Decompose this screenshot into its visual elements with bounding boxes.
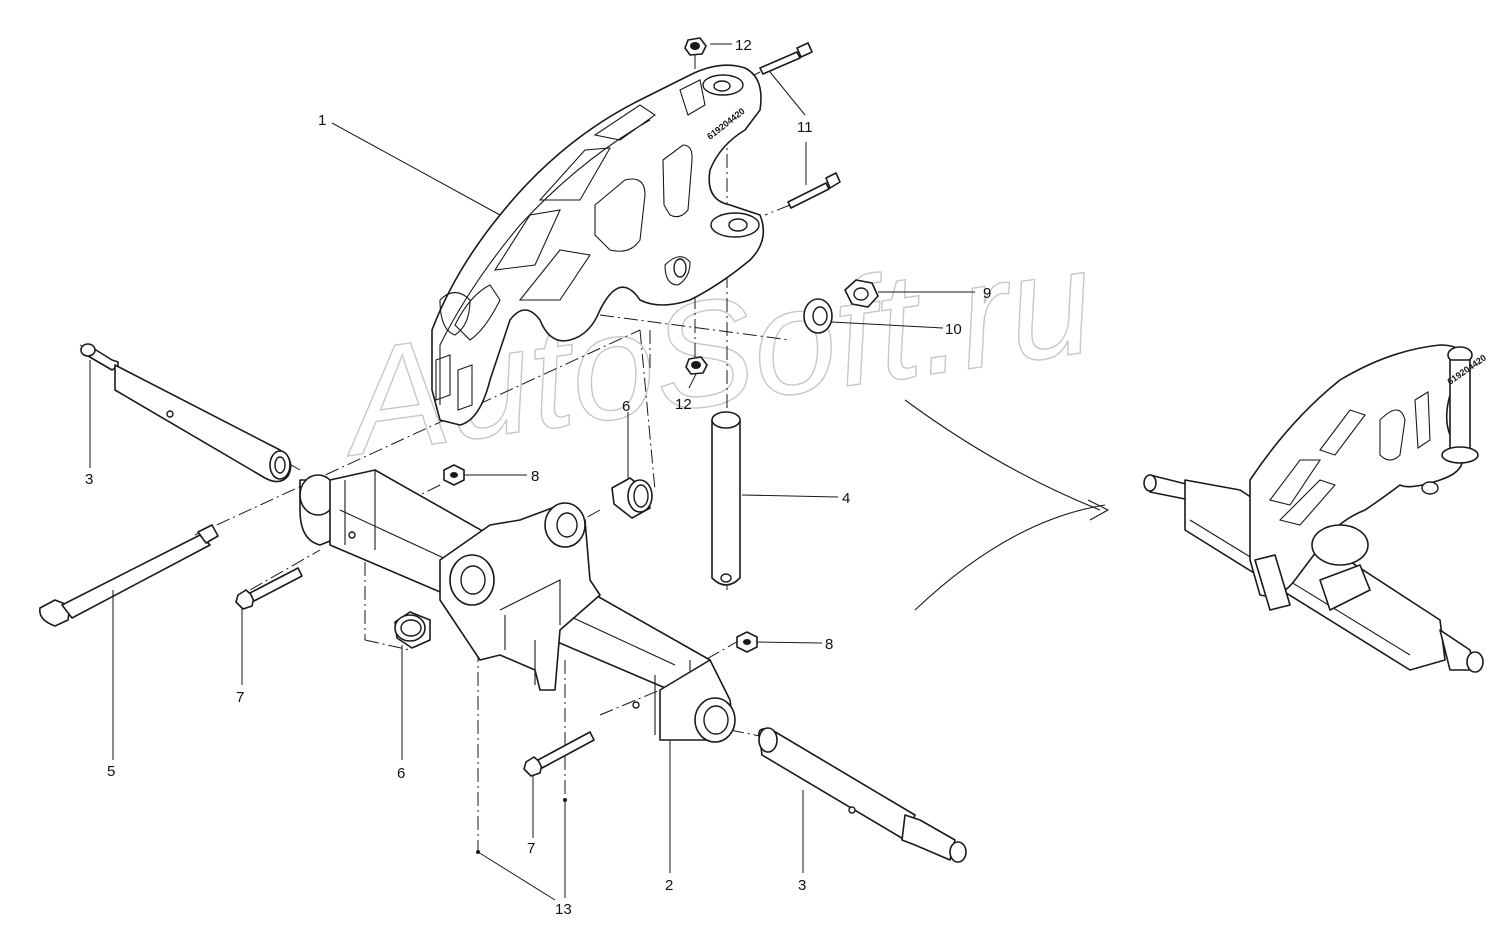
callout-7-right: 7: [527, 840, 535, 857]
callout-5: 5: [107, 763, 115, 780]
nut-part-12-top: [684, 37, 707, 56]
callout-8-upper: 8: [531, 468, 539, 485]
watermark-arc-top: [904, 399, 1101, 511]
callout-labels: 1 2 3 3 4 5 6 6 7 7 8 8 9 10 11 12 12 13: [85, 37, 991, 918]
watermark-arc-bottom: [914, 504, 1106, 611]
callout-3-left: 3: [85, 471, 93, 488]
nut-part-8-upper: [443, 464, 465, 486]
bolt-part-7-left: [235, 567, 303, 610]
callout-9: 9: [983, 285, 991, 302]
callout-8-lower: 8: [825, 636, 833, 653]
bolt-part-11-top: [759, 42, 813, 75]
nut-part-9: [844, 279, 879, 308]
callout-1: 1: [318, 112, 326, 129]
washer-part-10: [803, 298, 833, 334]
bolt-part-7-right: [523, 731, 595, 777]
callout-6-lower: 6: [397, 765, 405, 782]
callout-6-upper: 6: [622, 398, 630, 415]
callout-4: 4: [842, 490, 850, 507]
nut-part-12-lower: [685, 356, 708, 375]
housing-part-2: [299, 469, 736, 743]
callout-10: 10: [945, 321, 962, 338]
pin-part-4: [711, 411, 741, 586]
callout-2: 2: [665, 877, 673, 894]
stud-part-13: [476, 798, 567, 854]
callout-7-left: 7: [236, 689, 244, 706]
axle-part-3-left: [80, 343, 292, 483]
bracket-part-1: 619204420: [431, 64, 765, 426]
leader-lines: [89, 43, 975, 901]
callout-11: 11: [797, 119, 813, 136]
pin-part-5: [38, 524, 219, 627]
callout-13: 13: [555, 901, 572, 918]
assembled-view: 619204420: [1143, 344, 1488, 673]
watermark-arrow-head: [1087, 499, 1110, 521]
bushing-part-6-upper: [611, 477, 653, 519]
axle-part-3-right: [758, 727, 967, 863]
bolt-part-11-lower: [787, 172, 841, 209]
bushing-part-6-lower: [394, 611, 431, 649]
callout-12-top: 12: [735, 37, 752, 54]
callout-3-right: 3: [798, 877, 806, 894]
nut-part-8-lower: [736, 631, 758, 653]
callout-12-lower: 12: [675, 396, 692, 413]
